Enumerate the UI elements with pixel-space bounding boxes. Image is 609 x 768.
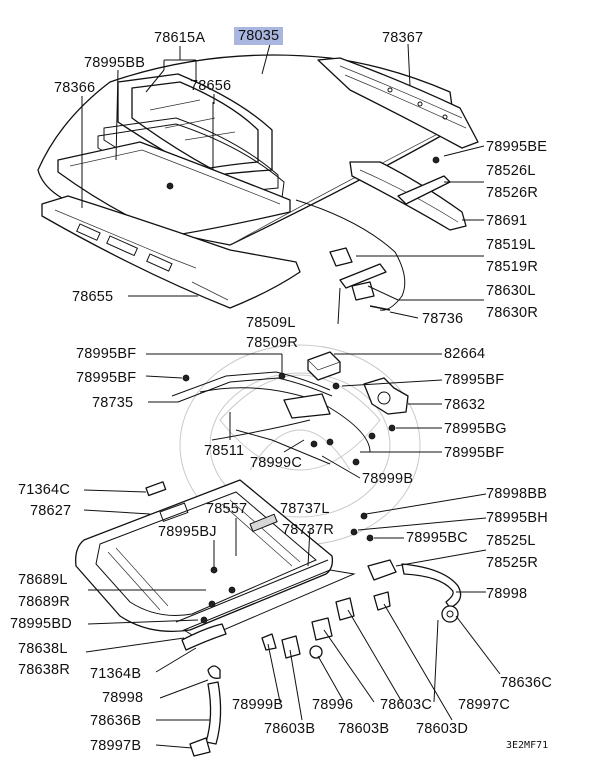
label-78603B-b[interactable]: 78603B — [338, 721, 390, 737]
label-78995BF-d[interactable]: 78995BF — [444, 445, 505, 461]
clip-78603B-a[interactable] — [281, 635, 301, 659]
label-78737R[interactable]: 78737R — [282, 522, 334, 538]
label-78630R[interactable]: 78630R — [486, 305, 538, 321]
bolts — [182, 156, 440, 624]
grommet-78636C[interactable] — [441, 605, 459, 623]
label-78997B[interactable]: 78997B — [90, 738, 142, 754]
pin-78736[interactable] — [369, 305, 391, 311]
label-78509R[interactable]: 78509R — [246, 335, 298, 351]
label-78997C[interactable]: 78997C — [458, 697, 510, 713]
frame-78366[interactable] — [57, 141, 291, 237]
drive-frame-78511[interactable] — [199, 387, 371, 465]
label-78995BF-b[interactable]: 78995BF — [76, 370, 137, 386]
bracket-78630[interactable] — [351, 281, 375, 301]
label-71364B[interactable]: 71364B — [90, 666, 142, 682]
label-78656[interactable]: 78656 — [190, 78, 232, 94]
label-78995BH[interactable]: 78995BH — [486, 510, 548, 526]
label-78636C[interactable]: 78636C — [500, 675, 552, 691]
label-78995BG[interactable]: 78995BG — [444, 421, 507, 437]
label-78557[interactable]: 78557 — [206, 501, 248, 517]
clip-78603D[interactable] — [373, 591, 391, 611]
link-78519[interactable] — [329, 247, 387, 289]
label-78735[interactable]: 78735 — [92, 395, 134, 411]
label-78526R[interactable]: 78526R — [486, 185, 538, 201]
label-78367[interactable]: 78367 — [382, 30, 424, 46]
label-78996[interactable]: 78996 — [312, 697, 354, 713]
label-78995BD[interactable]: 78995BD — [10, 616, 72, 632]
motor-78632[interactable] — [363, 377, 409, 415]
clip-78999B[interactable] — [261, 633, 277, 651]
drain-hose-78998-right[interactable] — [367, 559, 462, 609]
label-78998BB[interactable]: 78998BB — [486, 486, 548, 502]
label-78638R[interactable]: 78638R — [18, 662, 70, 678]
label-78603D[interactable]: 78603D — [416, 721, 468, 737]
leader-lines — [81, 43, 501, 749]
label-78615A[interactable]: 78615A — [154, 30, 206, 46]
label-78995BJ[interactable]: 78995BJ — [158, 524, 217, 540]
grommet-78997B[interactable] — [189, 737, 211, 757]
label-78995BF-a[interactable]: 78995BF — [76, 346, 137, 362]
label-78999B-top[interactable]: 78999B — [362, 471, 414, 487]
sunroof-frame-78627[interactable] — [75, 479, 334, 633]
label-78525L[interactable]: 78525L — [486, 533, 536, 549]
label-78519R[interactable]: 78519R — [486, 259, 538, 275]
label-78519L[interactable]: 78519L — [486, 237, 536, 253]
label-78627[interactable]: 78627 — [30, 503, 72, 519]
label-78509L[interactable]: 78509L — [246, 315, 296, 331]
motor-82664[interactable] — [307, 351, 341, 381]
roof-rear-rail-78367[interactable] — [317, 57, 479, 149]
drain-seal-71364B[interactable] — [181, 623, 227, 651]
label-78995BB[interactable]: 78995BB — [84, 55, 146, 71]
label-78998-left[interactable]: 78998 — [102, 690, 144, 706]
diagram-code: 3E2MF71 — [506, 740, 549, 751]
label-78603C[interactable]: 78603C — [380, 697, 432, 713]
label-78655[interactable]: 78655 — [72, 289, 114, 305]
label-71364C[interactable]: 71364C — [18, 482, 70, 498]
headliner-78655[interactable] — [41, 195, 301, 309]
label-78511[interactable]: 78511 — [204, 443, 245, 459]
label-82664[interactable]: 82664 — [444, 346, 486, 362]
label-78632[interactable]: 78632 — [444, 397, 486, 413]
label-78998-right[interactable]: 78998 — [486, 586, 528, 602]
label-78995BC[interactable]: 78995BC — [406, 530, 468, 546]
drain-hose-78998-left[interactable] — [205, 665, 222, 745]
label-78995BF-c[interactable]: 78995BF — [444, 372, 505, 388]
label-78999B-bottom[interactable]: 78999B — [232, 697, 284, 713]
label-78736[interactable]: 78736 — [422, 311, 464, 327]
label-78691[interactable]: 78691 — [486, 213, 528, 229]
label-78630L[interactable]: 78630L — [486, 283, 536, 299]
label-78999C[interactable]: 78999C — [250, 455, 302, 471]
nut-78996[interactable] — [309, 645, 323, 659]
label-78995BE[interactable]: 78995BE — [486, 139, 548, 155]
label-78737L[interactable]: 78737L — [280, 501, 330, 517]
label-78525R[interactable]: 78525R — [486, 555, 538, 571]
label-78035-highlighted[interactable]: 78035 — [234, 27, 284, 45]
label-78636B[interactable]: 78636B — [90, 713, 142, 729]
label-78689R[interactable]: 78689R — [18, 594, 70, 610]
label-78526L[interactable]: 78526L — [486, 163, 536, 179]
cable-78735[interactable] — [171, 371, 333, 403]
clip-78603C[interactable] — [335, 597, 355, 621]
label-78638L[interactable]: 78638L — [18, 641, 68, 657]
label-78366[interactable]: 78366 — [54, 80, 96, 96]
drain-cable[interactable] — [295, 199, 406, 311]
label-78603B-a[interactable]: 78603B — [264, 721, 316, 737]
label-78689L[interactable]: 78689L — [18, 572, 68, 588]
seal-71364C[interactable] — [145, 481, 167, 497]
